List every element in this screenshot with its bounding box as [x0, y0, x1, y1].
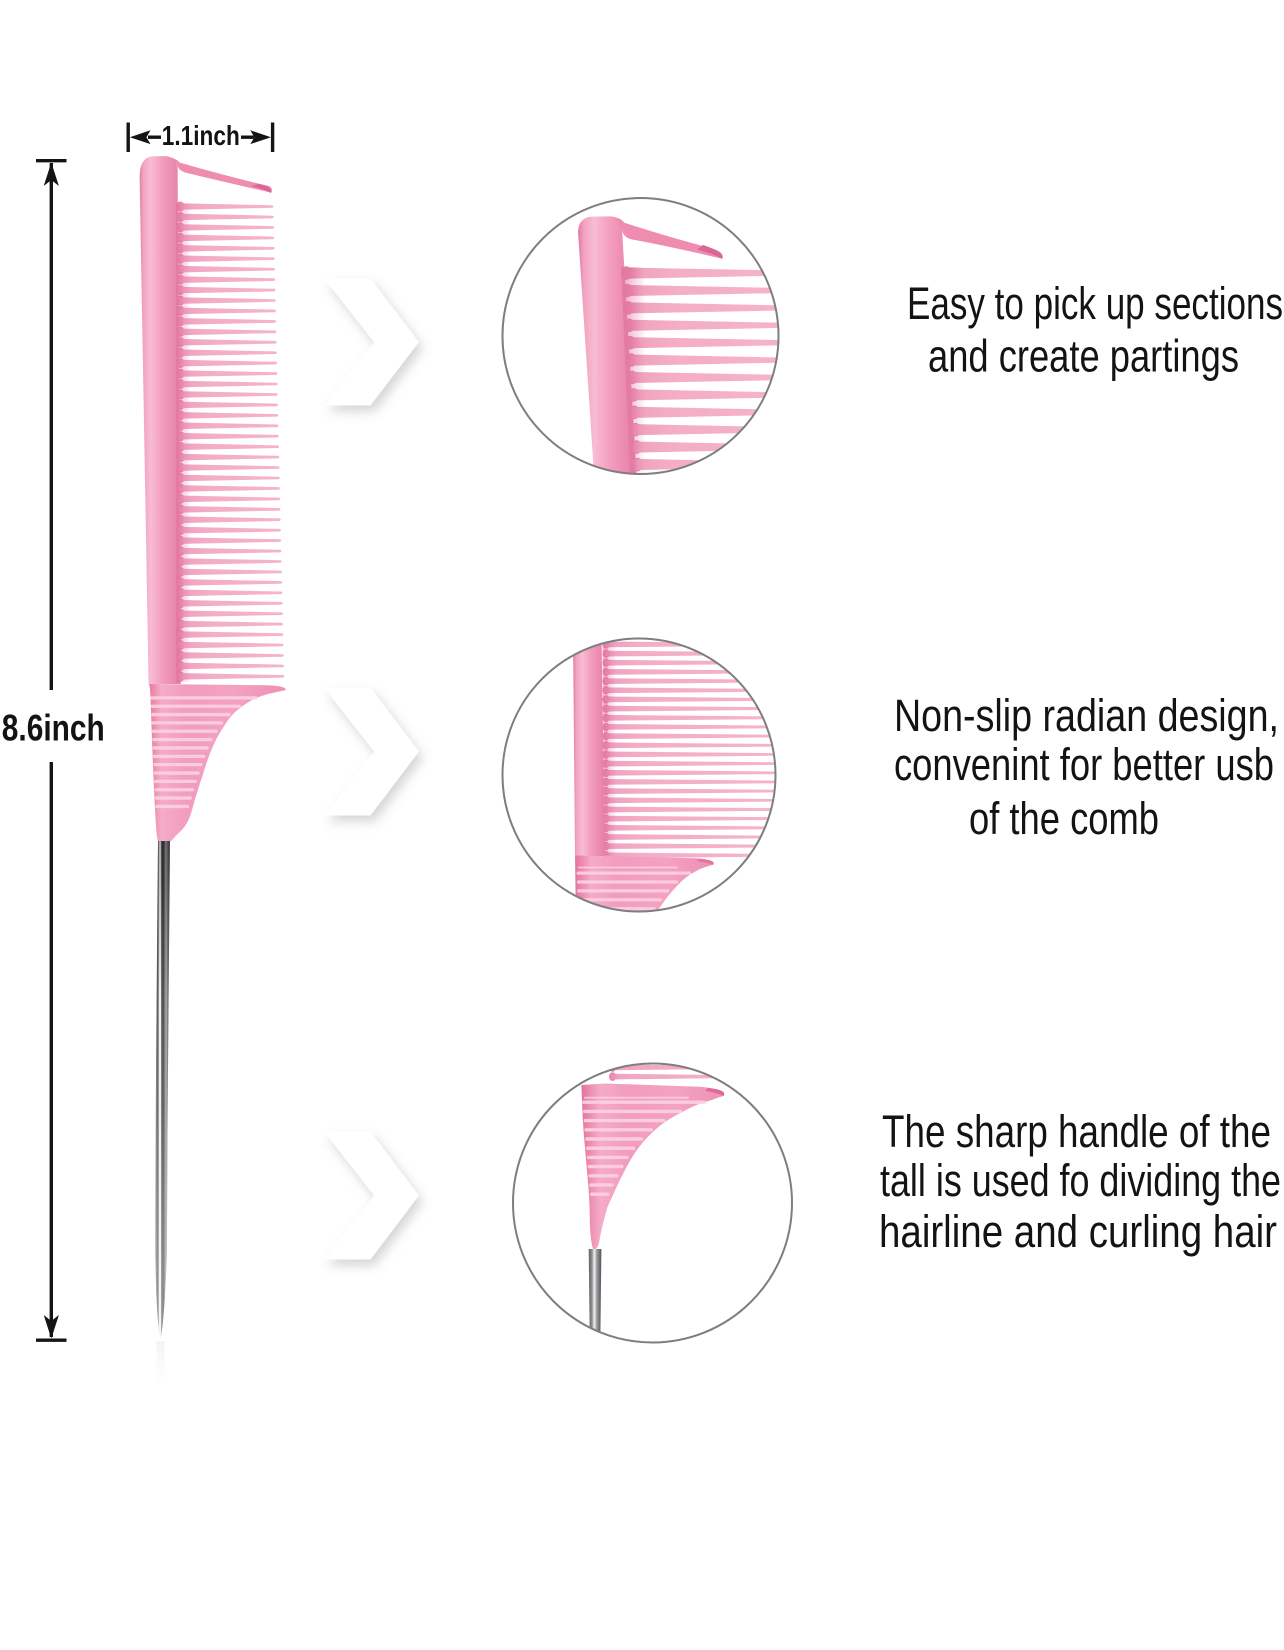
svg-text:tall is used fo dividing the: tall is used fo dividing the [880, 1155, 1281, 1206]
svg-text:convenint for better usb: convenint for better usb [894, 739, 1274, 790]
svg-text:hairline and curling hair: hairline and curling hair [879, 1206, 1277, 1257]
svg-text:of the comb: of the comb [969, 793, 1159, 844]
svg-text:Non-slip radian design,: Non-slip radian design, [894, 690, 1279, 741]
svg-text:Easy to pick up sections: Easy to pick up sections [907, 278, 1283, 329]
svg-text:The sharp handle of the: The sharp handle of the [882, 1106, 1271, 1157]
svg-text:8.6inch: 8.6inch [2, 708, 105, 749]
svg-text:and create partings: and create partings [928, 330, 1239, 381]
svg-text:1.1inch: 1.1inch [162, 120, 240, 151]
